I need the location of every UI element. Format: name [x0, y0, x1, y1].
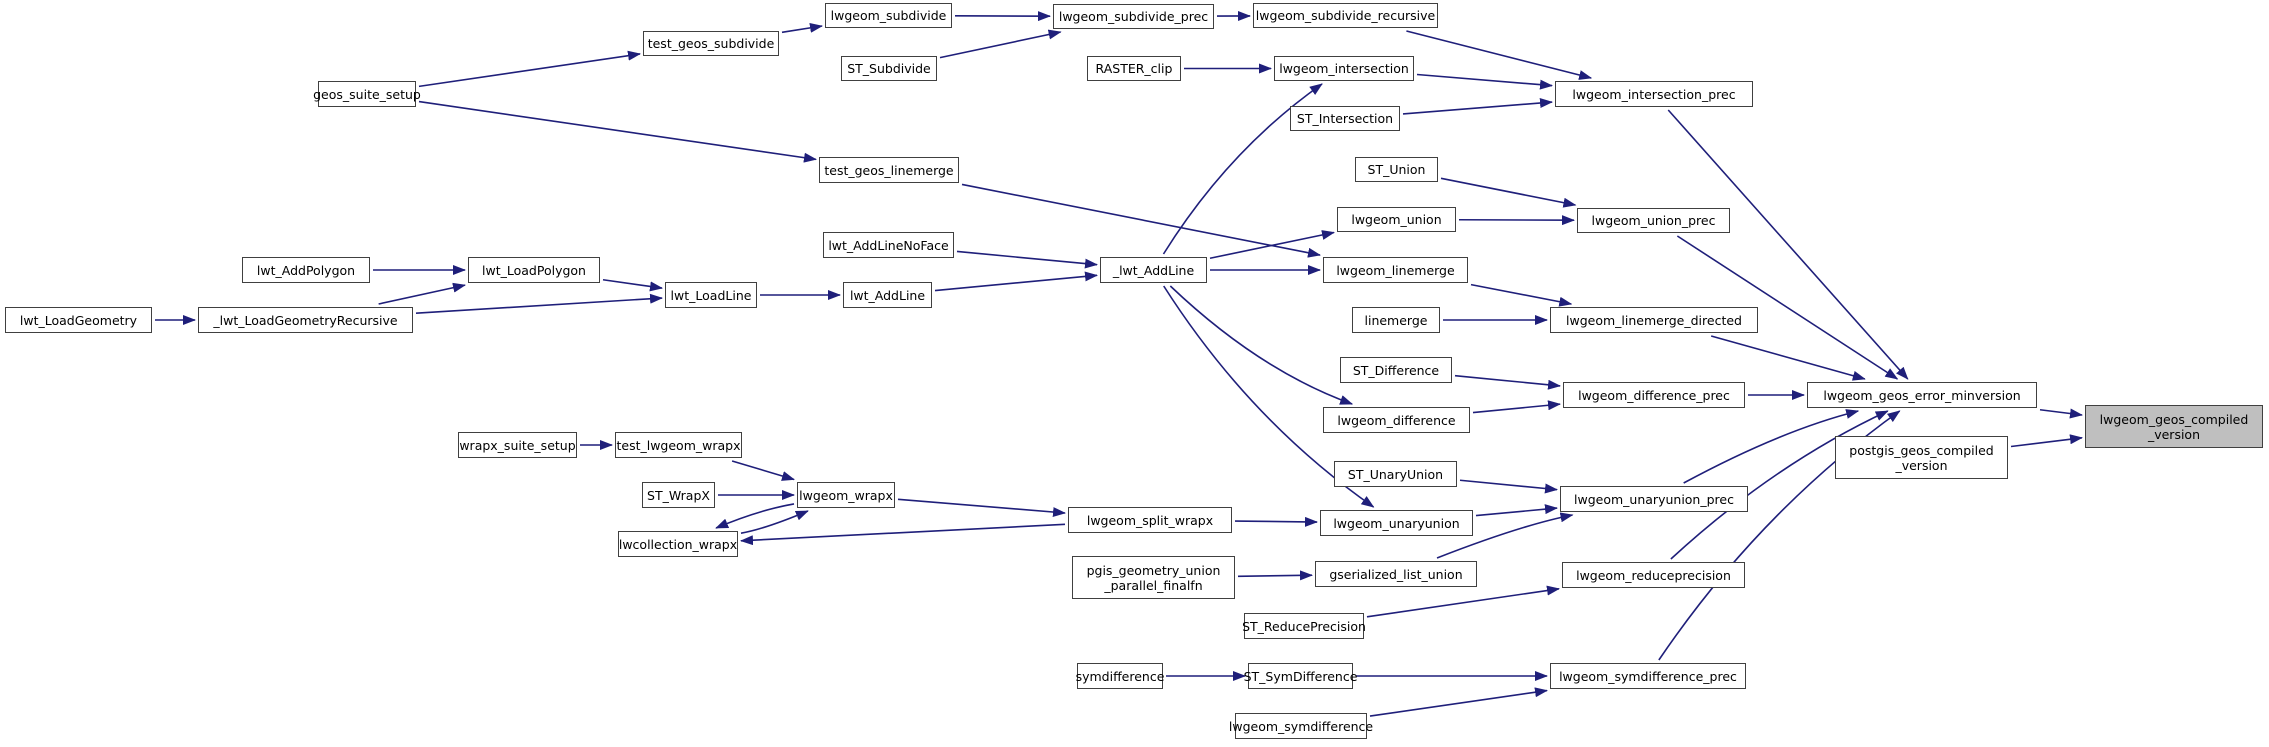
- node-lwt_AddLineNoFace[interactable]: lwt_AddLineNoFace: [823, 232, 954, 258]
- node-lwgeom_intersection[interactable]: lwgeom_intersection: [1274, 56, 1414, 81]
- node-symdifference[interactable]: symdifference: [1076, 663, 1164, 689]
- node-wrapx_suite_setup[interactable]: wrapx_suite_setup: [458, 432, 577, 458]
- edge-lwgeom_difference--lwgeom_difference_prec: [1472, 400, 1561, 414]
- node-lwgeom_subdivide_recursive[interactable]: lwgeom_subdivide_recursive: [1253, 3, 1438, 28]
- edge-lwgeom_subdivide_recursive--lwgeom_intersection_prec: [1406, 30, 1593, 80]
- edge-lwgeom_split_wrapx--lwcollection_wrapx: [740, 523, 1066, 546]
- node-lwgeom_difference_prec[interactable]: lwgeom_difference_prec: [1563, 382, 1745, 408]
- edge-test_geos_linemerge--lwgeom_linemerge: [961, 183, 1321, 258]
- node-lwgeom_linemerge_directed[interactable]: lwgeom_linemerge_directed: [1550, 307, 1758, 333]
- edge-geos_suite_setup--test_geos_linemerge: [418, 100, 817, 163]
- node-lwgeom_symdifference[interactable]: lwgeom_symdifference: [1229, 713, 1373, 739]
- node-RASTER_clip[interactable]: RASTER_clip: [1087, 56, 1181, 81]
- edge-test_lwgeom_wrapx--lwgeom_wrapx: [731, 460, 795, 481]
- node-_lwt_LoadGeometryRecursive[interactable]: _lwt_LoadGeometryRecursive: [198, 307, 413, 333]
- node-ST_Difference[interactable]: ST_Difference: [1340, 357, 1452, 383]
- node-lwt_LoadPolygon[interactable]: lwt_LoadPolygon: [468, 257, 600, 283]
- edge-lwgeom_linemerge--lwgeom_linemerge_directed: [1470, 283, 1573, 307]
- edge-postgis_geos_compiled_version--lwgeom_geos_compiled_version: [2010, 434, 2083, 448]
- node-ST_WrapX[interactable]: ST_WrapX: [642, 482, 715, 508]
- edge-pgis_geometry_union_parallel_finalfn--gserialized_list_union: [1237, 570, 1313, 581]
- node-lwgeom_difference[interactable]: lwgeom_difference: [1323, 407, 1470, 433]
- node-lwgeom_symdifference_prec[interactable]: lwgeom_symdifference_prec: [1550, 663, 1746, 689]
- edge-lwgeom_intersection--lwgeom_intersection_prec: [1416, 73, 1553, 90]
- node-lwgeom_union[interactable]: lwgeom_union: [1337, 207, 1456, 232]
- edge-lwt_LoadPolygon--lwt_LoadLine: [602, 278, 663, 292]
- node-lwgeom_intersection_prec[interactable]: lwgeom_intersection_prec: [1555, 81, 1753, 107]
- edge-_lwt_LoadGeometryRecursive--lwt_LoadPolygon: [378, 282, 466, 305]
- node-geos_suite_setup[interactable]: geos_suite_setup: [313, 81, 421, 107]
- edge-ST_Union--lwgeom_union_prec: [1440, 177, 1577, 208]
- edge-ST_Intersection--lwgeom_intersection_prec: [1402, 98, 1553, 115]
- node-test_geos_subdivide[interactable]: test_geos_subdivide: [643, 31, 779, 56]
- edge-_lwt_LoadGeometryRecursive--lwt_LoadLine: [415, 293, 663, 314]
- edge-lwgeom_unaryunion--lwgeom_unaryunion_prec: [1475, 504, 1558, 517]
- node-lwcollection_wrapx[interactable]: lwcollection_wrapx: [618, 531, 738, 557]
- edge-ST_Subdivide--lwgeom_subdivide_prec: [939, 29, 1062, 59]
- node-pgis_geometry_union_parallel_finalfn[interactable]: pgis_geometry_union _parallel_finalfn: [1072, 556, 1235, 599]
- node-ST_ReducePrecision[interactable]: ST_ReducePrecision: [1242, 613, 1366, 639]
- node-lwt_LoadLine[interactable]: lwt_LoadLine: [665, 282, 757, 308]
- node-lwgeom_split_wrapx[interactable]: lwgeom_split_wrapx: [1068, 507, 1232, 533]
- edge-lwgeom_wrapx--lwcollection_wrapx: [715, 503, 795, 529]
- node-lwgeom_subdivide_prec[interactable]: lwgeom_subdivide_prec: [1053, 4, 1214, 29]
- node-lwgeom_linemerge[interactable]: lwgeom_linemerge: [1323, 257, 1468, 283]
- node-test_lwgeom_wrapx[interactable]: test_lwgeom_wrapx: [615, 432, 742, 458]
- edge-test_geos_subdivide--lwgeom_subdivide: [781, 22, 823, 34]
- node-lwt_LoadGeometry[interactable]: lwt_LoadGeometry: [5, 307, 152, 333]
- node-gserialized_list_union[interactable]: gserialized_list_union: [1315, 561, 1477, 587]
- edge-lwgeom_split_wrapx--lwgeom_unaryunion: [1234, 516, 1318, 527]
- node-lwgeom_subdivide[interactable]: lwgeom_subdivide: [825, 3, 952, 28]
- node-lwgeom_unaryunion_prec[interactable]: lwgeom_unaryunion_prec: [1560, 486, 1748, 512]
- node-lwgeom_geos_error_minversion[interactable]: lwgeom_geos_error_minversion: [1807, 382, 2037, 408]
- node-lwgeom_geos_compiled_version[interactable]: lwgeom_geos_compiled _version: [2085, 405, 2263, 448]
- node-lwgeom_wrapx[interactable]: lwgeom_wrapx: [797, 482, 895, 508]
- node-_lwt_AddLine[interactable]: _lwt_AddLine: [1100, 257, 1207, 283]
- edge-lwt_AddLine--_lwt_AddLine: [934, 271, 1098, 292]
- edge-lwgeom_symdifference--lwgeom_symdifference_prec: [1369, 687, 1548, 717]
- edge-ST_ReducePrecision--lwgeom_reduceprecision: [1366, 585, 1560, 618]
- node-ST_SymDifference[interactable]: ST_SymDifference: [1244, 663, 1357, 689]
- node-lwt_AddPolygon[interactable]: lwt_AddPolygon: [242, 257, 370, 283]
- edge-_lwt_AddLine--lwgeom_union: [1209, 230, 1335, 260]
- node-ST_Subdivide[interactable]: ST_Subdivide: [841, 56, 937, 81]
- node-lwgeom_unaryunion[interactable]: lwgeom_unaryunion: [1320, 510, 1473, 536]
- node-lwgeom_union_prec[interactable]: lwgeom_union_prec: [1577, 208, 1730, 233]
- edge-lwcollection_wrapx--lwgeom_wrapx: [740, 510, 809, 534]
- node-ST_Union[interactable]: ST_Union: [1355, 157, 1438, 182]
- edge-lwt_AddLineNoFace--_lwt_AddLine: [956, 250, 1098, 269]
- edge-lwgeom_wrapx--lwgeom_split_wrapx: [897, 498, 1066, 518]
- node-linemerge[interactable]: linemerge: [1352, 307, 1440, 333]
- edge-lwgeom_linemerge_directed--lwgeom_geos_error_minversion: [1710, 335, 1866, 381]
- edge-lwgeom_intersection_prec--lwgeom_geos_error_minversion: [1667, 109, 1909, 380]
- node-lwgeom_reduceprecision[interactable]: lwgeom_reduceprecision: [1562, 562, 1745, 588]
- edge-lwgeom_geos_error_minversion--lwgeom_geos_compiled_version: [2039, 408, 2083, 419]
- edge-ST_Difference--lwgeom_difference_prec: [1454, 374, 1561, 390]
- edge-lwgeom_reduceprecision--lwgeom_geos_error_minversion: [1670, 410, 1889, 560]
- node-lwt_AddLine[interactable]: lwt_AddLine: [843, 282, 932, 308]
- node-ST_Intersection[interactable]: ST_Intersection: [1290, 106, 1400, 131]
- node-test_geos_linemerge[interactable]: test_geos_linemerge: [819, 157, 959, 183]
- edge-ST_UnaryUnion--lwgeom_unaryunion_prec: [1459, 479, 1558, 494]
- edge-lwgeom_unaryunion_prec--lwgeom_geos_error_minversion: [1683, 409, 1860, 484]
- edge-_lwt_AddLine--lwgeom_difference: [1169, 285, 1354, 405]
- node-postgis_geos_compiled_version[interactable]: postgis_geos_compiled _version: [1835, 436, 2008, 479]
- node-ST_UnaryUnion[interactable]: ST_UnaryUnion: [1334, 461, 1457, 487]
- edge-geos_suite_setup--test_geos_subdivide: [418, 50, 641, 88]
